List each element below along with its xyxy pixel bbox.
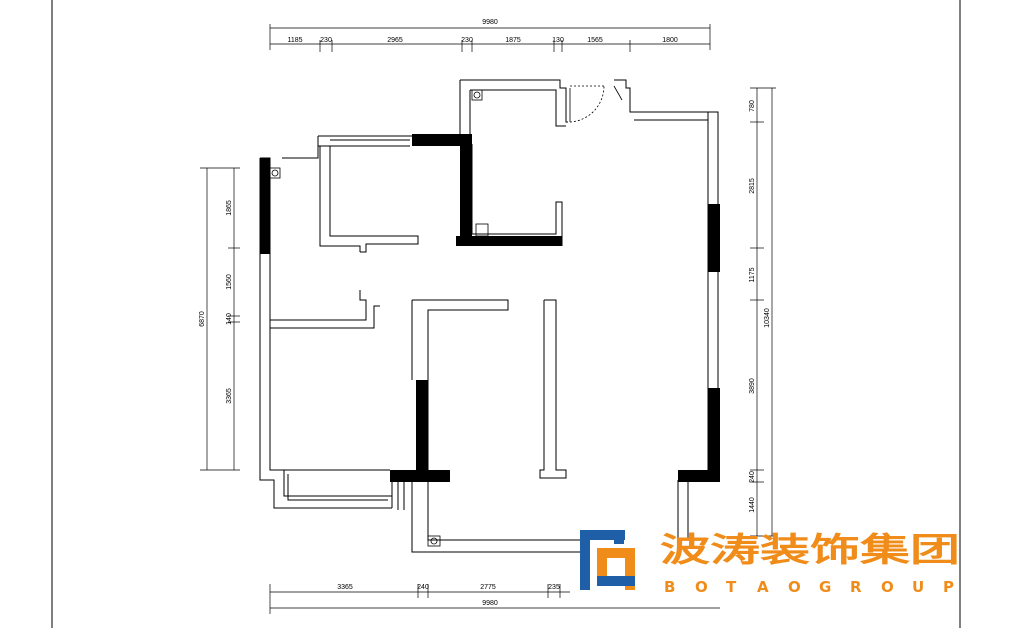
left-seg-4: 3365 xyxy=(226,388,233,404)
right-seg-3: 1175 xyxy=(749,267,756,282)
right-seg-5: 240 xyxy=(749,471,756,483)
top-total-label: 9980 xyxy=(482,19,498,26)
logo-letter: P xyxy=(943,578,954,596)
logo-letter: O xyxy=(881,578,894,596)
company-logo: 波涛装饰集团 B O T A O G R O U P xyxy=(580,530,960,596)
walls-structural xyxy=(260,134,720,482)
logo-name-en: B O T A O G R O U P xyxy=(664,578,954,596)
top-seg-7: 1565 xyxy=(587,37,603,44)
right-seg-1: 780 xyxy=(749,100,756,112)
bottom-seg-3: 2775 xyxy=(480,584,496,591)
top-seg-4: 230 xyxy=(461,37,473,44)
bottom-seg-2: 240 xyxy=(417,584,429,591)
logo-letter: T xyxy=(726,578,737,596)
walls-outline xyxy=(259,79,719,553)
logo-letter: A xyxy=(757,578,769,596)
top-dimension-chain: 9980 1185 230 2965 230 1875 130 1565 180… xyxy=(269,19,711,52)
left-seg-3: 140 xyxy=(226,313,233,325)
top-seg-8: 1800 xyxy=(662,37,678,44)
left-total-label: 6870 xyxy=(199,311,206,327)
bottom-seg-1: 3365 xyxy=(337,584,353,591)
right-total-label: 10340 xyxy=(764,308,771,328)
left-seg-2: 1560 xyxy=(226,274,233,290)
left-seg-1: 1865 xyxy=(226,200,233,216)
top-seg-2: 230 xyxy=(320,37,332,44)
logo-letter: B xyxy=(664,578,675,596)
left-dimension-chain: 6870 1865 1560 140 3365 xyxy=(199,167,240,471)
logo-emblem-icon xyxy=(580,530,635,590)
entrance-door xyxy=(569,85,623,123)
logo-letter: R xyxy=(850,578,862,596)
pipe-fixtures xyxy=(269,89,489,547)
top-seg-1: 1185 xyxy=(287,37,302,44)
right-seg-2: 2815 xyxy=(749,178,756,194)
bottom-total-label: 9980 xyxy=(482,600,498,607)
top-seg-3: 2965 xyxy=(387,37,403,44)
logo-letter: O xyxy=(788,578,801,596)
bottom-dimension-chain: 3365 240 2775 235 9980 xyxy=(269,584,720,614)
top-seg-5: 1875 xyxy=(505,37,521,44)
bottom-seg-4: 235 xyxy=(548,584,560,591)
logo-letter: O xyxy=(695,578,708,596)
logo-name-cn: 波涛装饰集团 xyxy=(660,530,960,569)
right-seg-4: 3890 xyxy=(749,378,756,394)
right-dimension-chain: 10340 780 2815 1175 3890 240 1440 xyxy=(749,87,776,537)
right-seg-6: 1440 xyxy=(749,497,756,513)
logo-letter: G xyxy=(819,578,831,596)
logo-letter: U xyxy=(912,578,924,596)
top-seg-6: 130 xyxy=(552,37,564,44)
